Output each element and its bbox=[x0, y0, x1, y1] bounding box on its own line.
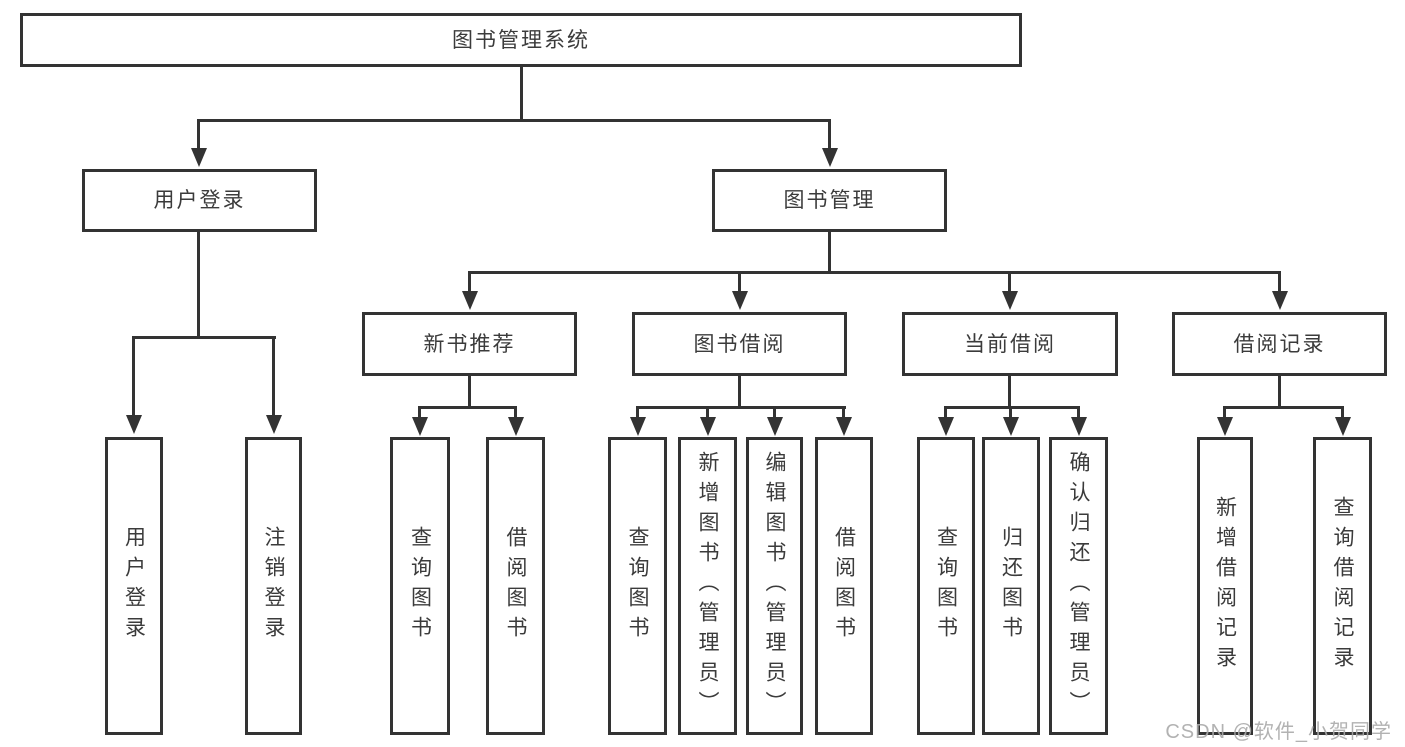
leaf-label: 借阅图书 bbox=[504, 526, 527, 646]
leaf-edit-books-admin: 编辑图书（管理员） bbox=[746, 437, 803, 735]
node-new-book-recommend: 新书推荐 bbox=[362, 312, 577, 376]
connector-vline bbox=[828, 232, 831, 274]
node-label: 用户登录 bbox=[153, 189, 246, 212]
csdn-watermark: CSDN @软件_小贺同学 bbox=[1165, 721, 1392, 743]
node-book-management: 图书管理 bbox=[712, 169, 947, 232]
connector-vline bbox=[132, 336, 135, 418]
connector-vline bbox=[1278, 376, 1281, 408]
node-borrowing-records: 借阅记录 bbox=[1172, 312, 1387, 376]
leaf-return-books: 归还图书 bbox=[982, 437, 1040, 735]
connector-hline bbox=[636, 406, 846, 409]
node-label: 图书借阅 bbox=[693, 332, 786, 356]
node-library-system: 图书管理系统 bbox=[20, 13, 1022, 67]
leaf-query-books-borrowing: 查询图书 bbox=[608, 437, 667, 735]
connector-vline bbox=[520, 67, 523, 121]
leaf-add-borrow-record: 新增借阅记录 bbox=[1197, 437, 1253, 735]
arrowhead-down-icon bbox=[1217, 417, 1233, 436]
connector-vline bbox=[842, 406, 845, 420]
leaf-label: 查询图书 bbox=[408, 526, 432, 646]
connector-vline bbox=[944, 406, 947, 420]
arrowhead-down-icon bbox=[266, 415, 282, 434]
leaf-label: 新增图书（管理员） bbox=[696, 451, 719, 721]
leaf-label: 借阅图书 bbox=[832, 526, 856, 646]
leaf-confirm-return-admin: 确认归还（管理员） bbox=[1049, 437, 1108, 735]
node-label: 图书管理系统 bbox=[452, 28, 590, 52]
connector-hline bbox=[197, 119, 831, 122]
leaf-label: 查询借阅记录 bbox=[1331, 496, 1354, 676]
arrowhead-down-icon bbox=[1002, 291, 1018, 310]
connector-hline bbox=[418, 406, 517, 409]
connector-vline bbox=[197, 119, 200, 151]
arrowhead-down-icon bbox=[1272, 291, 1288, 310]
connector-vline bbox=[706, 406, 709, 420]
leaf-label: 查询图书 bbox=[626, 526, 649, 646]
leaf-logout: 注销登录 bbox=[245, 437, 302, 735]
node-label: 图书管理 bbox=[783, 189, 876, 212]
leaf-query-borrow-record: 查询借阅记录 bbox=[1313, 437, 1372, 735]
connector-vline bbox=[1077, 406, 1080, 420]
connector-vline bbox=[738, 271, 741, 294]
arrowhead-down-icon bbox=[126, 415, 142, 434]
connector-vline bbox=[1341, 406, 1344, 420]
connector-vline bbox=[1008, 376, 1011, 408]
leaf-label: 查询图书 bbox=[934, 526, 958, 646]
arrowhead-down-icon bbox=[462, 291, 478, 310]
leaf-borrow-books-recommend: 借阅图书 bbox=[486, 437, 545, 735]
arrowhead-down-icon bbox=[191, 148, 207, 167]
arrowhead-down-icon bbox=[508, 417, 524, 436]
leaf-label: 归还图书 bbox=[999, 526, 1023, 646]
arrowhead-down-icon bbox=[700, 417, 716, 436]
connector-vline bbox=[636, 406, 639, 420]
connector-vline bbox=[468, 271, 471, 294]
connector-vline bbox=[514, 406, 517, 420]
connector-vline bbox=[197, 232, 200, 338]
node-label: 借阅记录 bbox=[1233, 332, 1326, 356]
leaf-query-books-current: 查询图书 bbox=[917, 437, 975, 735]
connector-vline bbox=[1278, 271, 1281, 294]
node-label: 新书推荐 bbox=[423, 332, 516, 356]
arrowhead-down-icon bbox=[1071, 417, 1087, 436]
connector-vline bbox=[1223, 406, 1226, 420]
leaf-query-books-recommend: 查询图书 bbox=[390, 437, 450, 735]
leaf-label: 用户登录 bbox=[122, 526, 146, 646]
connector-vline bbox=[418, 406, 421, 420]
node-book-borrowing: 图书借阅 bbox=[632, 312, 847, 376]
connector-hline bbox=[468, 271, 1281, 274]
connector-vline bbox=[1009, 406, 1012, 420]
connector-vline bbox=[1008, 271, 1011, 294]
leaf-user-login: 用户登录 bbox=[105, 437, 163, 735]
arrowhead-down-icon bbox=[767, 417, 783, 436]
connector-hline bbox=[1223, 406, 1344, 409]
node-current-borrowing: 当前借阅 bbox=[902, 312, 1118, 376]
arrowhead-down-icon bbox=[836, 417, 852, 436]
leaf-borrow-books: 借阅图书 bbox=[815, 437, 873, 735]
node-label: 当前借阅 bbox=[964, 332, 1056, 356]
leaf-add-books-admin: 新增图书（管理员） bbox=[678, 437, 737, 735]
leaf-label: 注销登录 bbox=[262, 526, 285, 646]
connector-vline bbox=[738, 376, 741, 408]
arrowhead-down-icon bbox=[412, 417, 428, 436]
connector-vline bbox=[272, 336, 275, 418]
arrowhead-down-icon bbox=[732, 291, 748, 310]
connector-hline bbox=[132, 336, 276, 339]
connector-vline bbox=[828, 119, 831, 151]
connector-vline bbox=[468, 376, 471, 408]
arrowhead-down-icon bbox=[1335, 417, 1351, 436]
arrowhead-down-icon bbox=[1003, 417, 1019, 436]
connector-vline bbox=[773, 406, 776, 420]
node-user-login: 用户登录 bbox=[82, 169, 317, 232]
arrowhead-down-icon bbox=[630, 417, 646, 436]
leaf-label: 编辑图书（管理员） bbox=[763, 451, 786, 721]
arrowhead-down-icon bbox=[938, 417, 954, 436]
leaf-label: 确认归还（管理员） bbox=[1067, 451, 1090, 721]
connector-hline bbox=[944, 406, 1080, 409]
arrowhead-down-icon bbox=[822, 148, 838, 167]
leaf-label: 新增借阅记录 bbox=[1213, 496, 1237, 676]
